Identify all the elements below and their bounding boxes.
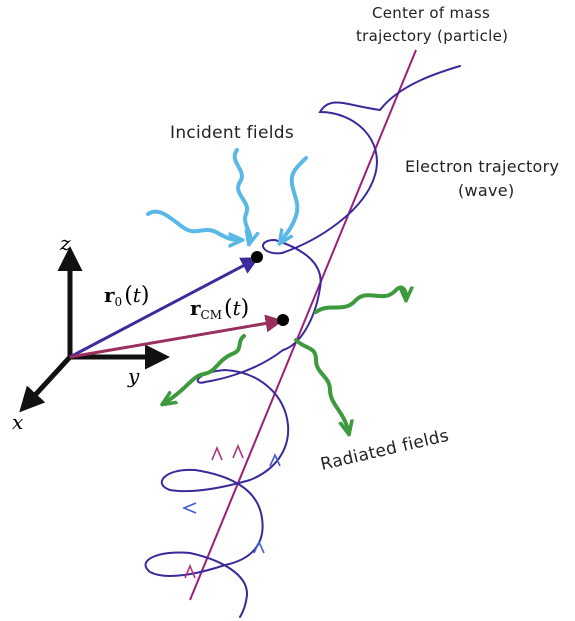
radiated-wave-arrow [314, 285, 406, 314]
x-axis [19, 355, 72, 413]
label-center-of-mass: Center of mass [372, 4, 490, 22]
incident-field-arrows [146, 148, 308, 240]
electron-helix [144, 65, 461, 618]
chevron-up-icon [232, 443, 244, 459]
center-of-mass-line [189, 49, 417, 601]
chevron-up-icon [253, 540, 265, 554]
rcm-subscript: CM [201, 308, 222, 322]
rcm-argument: t [233, 296, 242, 320]
chevron-up-icon [269, 453, 281, 467]
chevron-up-icon [211, 445, 223, 461]
rcm-label: rCM(t) [190, 296, 249, 322]
r0-close-paren: ) [141, 283, 150, 308]
r0-symbol: r [104, 283, 115, 307]
axis-label-y: y [127, 364, 140, 388]
coordinate-axes [19, 246, 170, 413]
axis-label-z: z [59, 231, 71, 255]
svg-text:r0(t): r0(t) [104, 283, 149, 309]
incident-wave-arrow [146, 209, 238, 240]
r0-argument: t [133, 283, 142, 307]
svg-text:rCM(t): rCM(t) [190, 296, 249, 322]
chevron-up-icon [184, 563, 196, 579]
incident-wave-arrow [232, 148, 251, 240]
r0-vector-arrow [69, 257, 260, 359]
label-center-of-mass-trajectory: trajectory (particle) [356, 27, 508, 45]
rcm-vector-arrow [69, 314, 284, 359]
label-radiated-fields: Radiated fields [319, 426, 451, 475]
rcm-open-paren: ( [224, 296, 233, 321]
incident-wave-arrow [282, 156, 308, 240]
center-of-mass-point [277, 314, 289, 326]
helix-direction-arrows [181, 443, 281, 579]
r0-label: r0(t) [104, 283, 149, 309]
radiated-wave-arrow [294, 338, 348, 430]
radiated-wave-arrow [166, 334, 246, 402]
rcm-symbol: r [190, 296, 201, 320]
label-electron-trajectory-wave: (wave) [458, 181, 515, 200]
axis-label-x: x [12, 410, 23, 434]
rcm-close-paren: ) [241, 296, 250, 321]
chevron-left-icon [181, 502, 197, 514]
label-electron-trajectory: Electron trajectory [405, 157, 559, 176]
r0-open-paren: ( [124, 283, 133, 308]
label-incident-fields: Incident fields [170, 123, 294, 143]
r0-subscript: 0 [115, 295, 123, 309]
electron-point [251, 251, 263, 263]
radiated-field-arrows [166, 285, 406, 430]
